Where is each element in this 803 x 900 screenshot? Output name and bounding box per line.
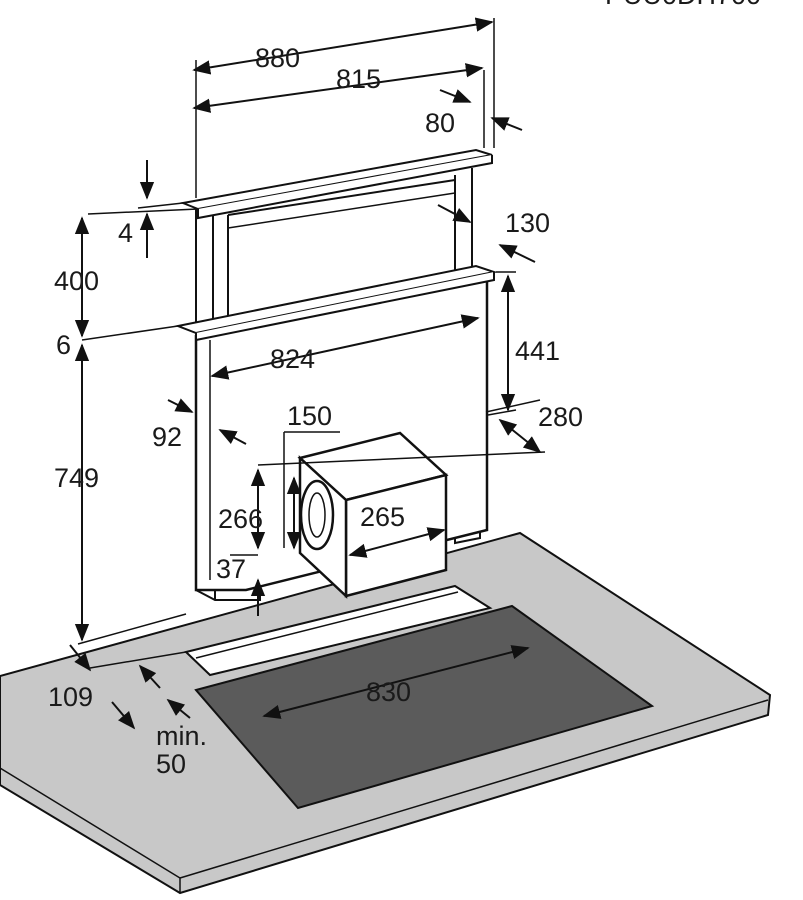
- label-880: 880: [255, 43, 300, 73]
- countertop-slot: [183, 584, 493, 677]
- label-130: 130: [505, 208, 550, 238]
- dimension-labels: 880 815 80 4 400 6 130 824 441 92 150 28…: [48, 43, 583, 779]
- dimension-lines: [69, 17, 546, 730]
- label-50: 50: [156, 749, 186, 779]
- label-6: 6: [56, 330, 71, 360]
- label-266: 266: [218, 504, 263, 534]
- label-109: 109: [48, 682, 93, 712]
- label-749: 749: [54, 463, 99, 493]
- label-830: 830: [366, 677, 411, 707]
- label-92: 92: [152, 422, 182, 452]
- label-280: 280: [538, 402, 583, 432]
- header-fragment: PUU0DH700: [605, 0, 761, 10]
- label-824: 824: [270, 344, 315, 374]
- label-min: min.: [156, 721, 207, 751]
- label-441: 441: [515, 336, 560, 366]
- label-265: 265: [360, 502, 405, 532]
- label-150: 150: [287, 401, 332, 431]
- label-400: 400: [54, 266, 99, 296]
- label-4: 4: [118, 218, 133, 248]
- top-bar: [179, 148, 493, 220]
- label-80: 80: [425, 108, 455, 138]
- label-815: 815: [336, 64, 381, 94]
- label-37: 37: [216, 554, 246, 584]
